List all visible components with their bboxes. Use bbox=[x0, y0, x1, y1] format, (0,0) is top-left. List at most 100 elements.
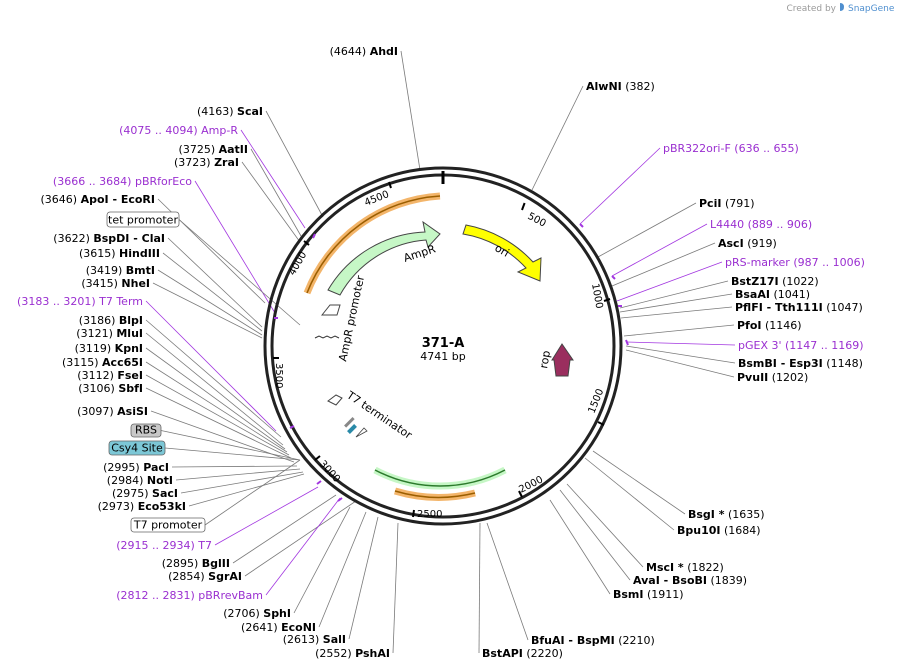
tick-label-1000: 1000 bbox=[589, 283, 604, 310]
leader-line bbox=[616, 261, 723, 302]
site-label-mlui: (3121) MluI bbox=[76, 327, 143, 340]
leader-line bbox=[486, 522, 529, 641]
leader-line bbox=[145, 347, 286, 450]
snapgene-logo-icon bbox=[840, 3, 844, 11]
leader-line bbox=[625, 345, 736, 364]
site-label-asisi: (3097) AsiSI bbox=[77, 405, 148, 418]
primer-label-pbrrevbam: (2812 .. 2831) pBRrevBam bbox=[116, 589, 263, 602]
site-label-bstz17i: BstZ17I (1022) bbox=[731, 275, 819, 288]
site-label-eco53ki: (2973) Eco53kI bbox=[98, 500, 186, 513]
csy4-site-marker bbox=[344, 417, 355, 428]
primer-marks bbox=[274, 223, 629, 502]
feature-tag-t7-promoter: T7 promoter bbox=[130, 517, 206, 533]
t7-terminator-arrow bbox=[327, 394, 343, 406]
primer-label-amp-r: (4075 .. 4094) Amp-R bbox=[119, 124, 238, 137]
site-label-scai: (4163) ScaI bbox=[197, 105, 263, 118]
leader-line bbox=[194, 180, 276, 314]
primer-label-pgex-3: pGEX 3' (1147 .. 1169) bbox=[738, 339, 864, 352]
tick-label-2500: 2500 bbox=[417, 509, 442, 520]
feature-tag-csy4-site: Csy4 Site bbox=[108, 440, 166, 456]
leader-line bbox=[625, 341, 736, 346]
leader-line bbox=[265, 110, 324, 218]
site-label-pcii: PciI (791) bbox=[699, 197, 755, 210]
leader-line bbox=[180, 471, 304, 494]
site-label-ahdi: (4644) AhdI bbox=[330, 45, 398, 58]
leader-line bbox=[318, 511, 367, 628]
rop-arrow bbox=[551, 343, 574, 377]
ori-arrow bbox=[462, 224, 542, 282]
primer-label-l4440: L4440 (889 .. 906) bbox=[710, 218, 812, 231]
site-label-apoi-ecori: (3646) ApoI - EcoRI bbox=[41, 193, 156, 206]
site-label-sgrai: (2854) SgrAI bbox=[168, 570, 242, 583]
ampr-arrow bbox=[327, 220, 441, 296]
site-label-bsmbi-esp3i: BsmBI - Esp3I (1148) bbox=[738, 357, 863, 370]
leader-line bbox=[293, 506, 351, 614]
leader-line bbox=[157, 269, 263, 336]
leader-line bbox=[167, 237, 263, 328]
leader-line bbox=[145, 374, 290, 456]
site-label-acc65i: (3115) Acc65I bbox=[62, 356, 143, 369]
plasmid-length: 4741 bp bbox=[420, 350, 465, 363]
leader-line bbox=[145, 300, 277, 432]
leader-line bbox=[549, 499, 611, 595]
site-label-alwni: AlwNI (382) bbox=[586, 80, 655, 93]
site-label-paci: (2995) PacI bbox=[103, 461, 169, 474]
leader-line bbox=[175, 468, 301, 481]
site-label-nhei: (3415) NheI bbox=[81, 277, 150, 290]
leader-line bbox=[531, 85, 584, 191]
site-label-bglii: (2895) BglII bbox=[162, 557, 230, 570]
leader-line bbox=[584, 457, 675, 531]
site-label-noti: (2984) NotI bbox=[107, 474, 173, 487]
tick-marks bbox=[273, 181, 611, 518]
ori-label: ori bbox=[493, 241, 512, 259]
leader-line bbox=[164, 447, 301, 461]
svg-text:Csy4 Site: Csy4 Site bbox=[111, 442, 163, 455]
site-label-bsgi: BsgI * (1635) bbox=[688, 508, 765, 521]
feature-tag-rbs: RBS bbox=[130, 424, 162, 438]
ampr-label: AmpR bbox=[402, 242, 438, 265]
leader-line bbox=[214, 486, 319, 546]
site-label-bmti: (3419) BmtI bbox=[86, 264, 155, 277]
leader-line bbox=[620, 306, 733, 319]
leader-line bbox=[241, 161, 301, 243]
site-label-msci: MscI * (1822) bbox=[646, 561, 724, 574]
leader-line bbox=[232, 494, 337, 564]
credit-prefix: Created by bbox=[786, 4, 836, 14]
leader-line bbox=[559, 489, 631, 581]
site-label-zrai: (3723) ZraI bbox=[174, 156, 239, 169]
leader-line bbox=[611, 242, 716, 287]
primer-label-pbr322ori-f: pBR322ori-F (636 .. 655) bbox=[663, 142, 799, 155]
leader-line bbox=[188, 473, 305, 507]
leader-line bbox=[178, 219, 301, 326]
leader-line bbox=[400, 50, 421, 171]
leader-line bbox=[592, 450, 686, 515]
t7-terminator-label: T7 terminator bbox=[343, 388, 414, 442]
leader-lines bbox=[145, 50, 736, 654]
site-label-econi: (2641) EcoNI bbox=[241, 621, 316, 634]
site-label-bsmi: BsmI (1911) bbox=[613, 588, 684, 601]
primer-label-t7: (2915 .. 2934) T7 bbox=[116, 539, 212, 552]
leader-line bbox=[566, 483, 644, 568]
ampr-promoter-arrow bbox=[320, 304, 341, 316]
site-label-pvuii: PvuII (1202) bbox=[737, 371, 808, 384]
site-label-avai-bsobi: AvaI - BsoBI (1839) bbox=[633, 574, 747, 587]
site-label-bstapi: BstAPI (2220) bbox=[482, 647, 563, 660]
rop-label: rop bbox=[537, 350, 553, 370]
leader-line bbox=[171, 465, 298, 468]
leader-line bbox=[145, 332, 284, 446]
backbone bbox=[263, 166, 623, 526]
leader-line bbox=[160, 430, 301, 461]
site-label-fsei: (3112) FseI bbox=[77, 369, 143, 382]
leader-line bbox=[619, 280, 729, 309]
leader-line bbox=[611, 223, 708, 277]
leader-line bbox=[623, 324, 735, 337]
site-label-pshai: (2552) PshAI bbox=[315, 647, 390, 660]
leader-line bbox=[478, 522, 481, 654]
site-label-pfoi: PfoI (1146) bbox=[737, 319, 802, 332]
site-label-bpu10i: Bpu10I (1684) bbox=[677, 524, 761, 537]
site-label-pflfi-tth111i: PflFI - Tth111I (1047) bbox=[735, 301, 863, 314]
leader-line bbox=[204, 459, 301, 526]
leader-line bbox=[240, 129, 306, 229]
leader-line bbox=[162, 252, 263, 332]
